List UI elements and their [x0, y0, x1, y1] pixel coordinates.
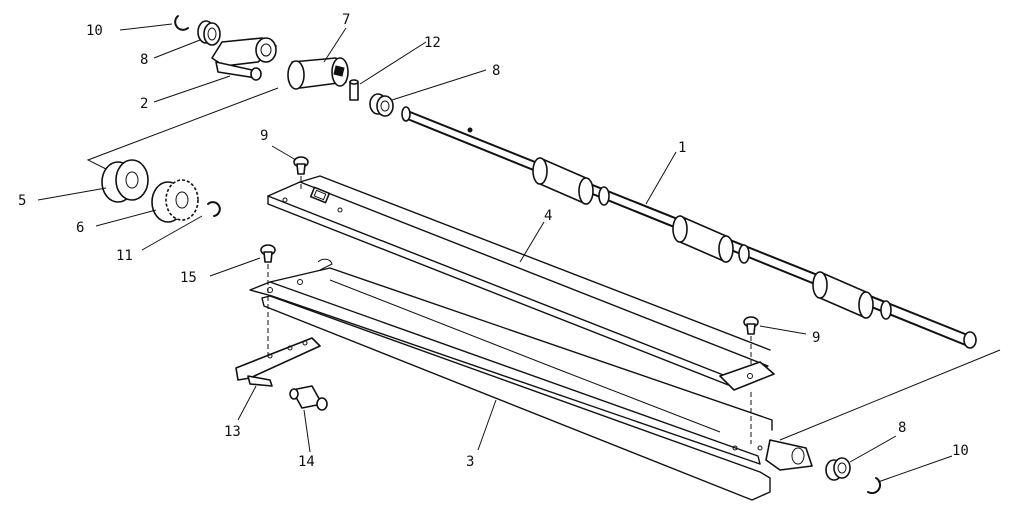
label-1: 1: [678, 140, 686, 156]
bushing-mid: [369, 93, 394, 117]
e-ring-top: [174, 15, 189, 31]
label-10-bottom: 10: [952, 443, 969, 459]
screw-15: [260, 244, 276, 263]
label-6: 6: [76, 220, 84, 236]
label-11: 11: [116, 248, 133, 264]
label-4: 4: [544, 208, 552, 224]
label-10-top: 10: [86, 23, 103, 39]
bushing-bottom: [825, 457, 851, 481]
e-ring-11: [207, 201, 221, 217]
label-2: 2: [140, 96, 148, 112]
roller: [672, 215, 750, 264]
label-9-right: 9: [812, 330, 820, 346]
label-7: 7: [342, 12, 350, 28]
gear-part: [101, 159, 149, 203]
lower-bracket: [249, 258, 813, 501]
e-ring-bottom: [867, 477, 882, 495]
roller: [812, 271, 892, 320]
shaft-assembly: [401, 106, 977, 349]
bushing-top: [197, 20, 221, 46]
label-8-mid: 8: [492, 63, 500, 79]
label-12: 12: [424, 35, 441, 51]
label-8-bottom: 8: [898, 420, 906, 436]
lever-part: [211, 37, 277, 81]
label-13: 13: [224, 424, 241, 440]
label-8-top: 8: [140, 52, 148, 68]
clutch-part: [287, 57, 349, 90]
upper-plate: [267, 175, 775, 391]
label-15: 15: [180, 270, 197, 286]
pin-part: [349, 79, 359, 101]
label-5: 5: [18, 193, 26, 209]
label-3: 3: [466, 454, 474, 470]
screw-top: [293, 156, 309, 175]
screw-right: [743, 316, 759, 335]
toothed-gear-part: [151, 179, 199, 223]
label-9-top: 9: [260, 128, 268, 144]
roller: [532, 157, 610, 206]
label-14: 14: [298, 454, 315, 470]
cap-part: [289, 385, 328, 411]
arm-part: [235, 337, 321, 387]
